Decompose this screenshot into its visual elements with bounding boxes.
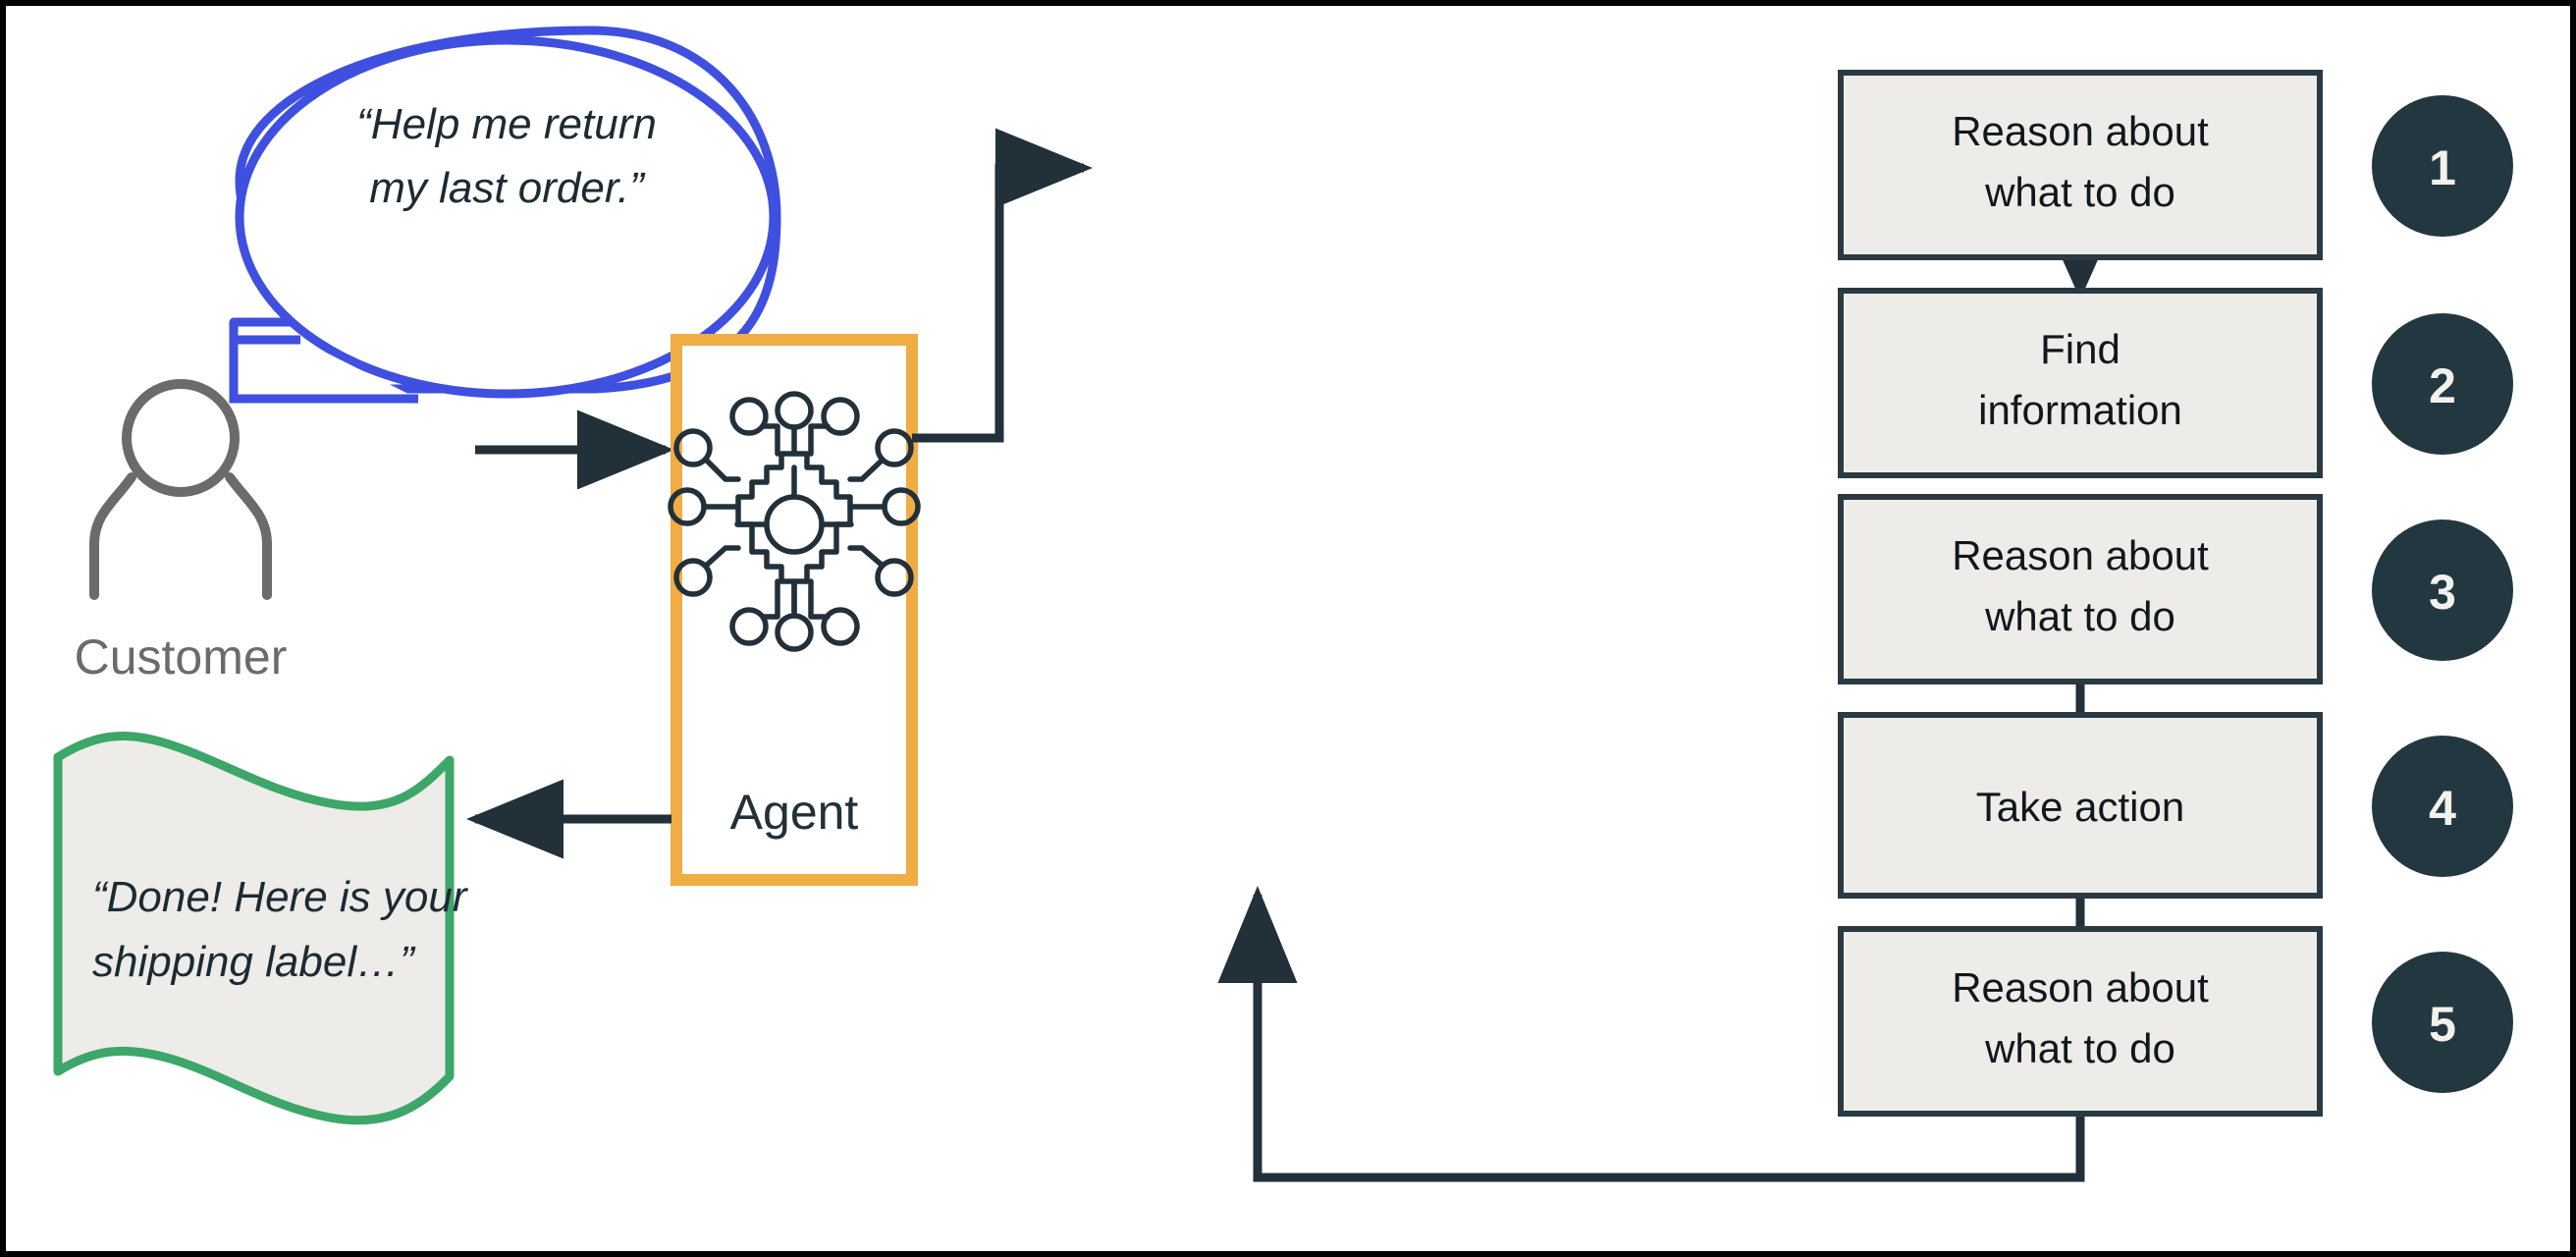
agent-node[interactable]: Agent bbox=[668, 334, 921, 886]
step-1-badge-circle bbox=[2372, 95, 2513, 237]
ai-trace-10 bbox=[760, 578, 780, 620]
ai-node-10 bbox=[729, 607, 769, 646]
ai-trace-11 bbox=[703, 545, 741, 569]
step-badge-1: 1 bbox=[2372, 95, 2513, 237]
arrow-step5-to-agent-feedback bbox=[1217, 886, 2085, 1182]
step-badge-4: 4 bbox=[2372, 736, 2513, 877]
response-line-2: shipping label…” bbox=[92, 938, 416, 986]
step-5-badge-circle bbox=[2372, 952, 2513, 1093]
customer-figure: Customer bbox=[75, 379, 288, 684]
step-1-line-2: what to do bbox=[1984, 169, 2175, 215]
ai-trace-8 bbox=[808, 578, 831, 620]
response-banner: “Done! Here is your shipping label…” bbox=[53, 731, 469, 1125]
speech-bubble-tail bbox=[229, 335, 418, 404]
agent-label: Agent bbox=[730, 785, 859, 840]
ai-node-7 bbox=[875, 558, 914, 597]
customer-request-line-1: “Help me return bbox=[356, 100, 657, 148]
step-5-line-1: Reason about bbox=[1952, 964, 2209, 1011]
ai-trace-7 bbox=[847, 545, 886, 569]
ai-network-icon bbox=[668, 391, 921, 652]
step-badge-5: 5 bbox=[2372, 952, 2513, 1093]
step-4-line-1: Take action bbox=[1976, 784, 2184, 830]
ai-node-8 bbox=[821, 607, 860, 646]
step-1-line-1: Reason about bbox=[1952, 108, 2209, 154]
step-box-5[interactable]: Reason about what to do bbox=[1838, 926, 2323, 1117]
customer-request-line-2: my last order.” bbox=[369, 164, 646, 212]
step-3-badge-circle bbox=[2372, 519, 2513, 661]
step-2-rect[interactable] bbox=[1838, 288, 2323, 478]
ai-node-2 bbox=[729, 397, 769, 436]
customer-label: Customer bbox=[75, 629, 288, 684]
ai-trace-5 bbox=[847, 457, 886, 482]
ai-node-5 bbox=[875, 428, 914, 467]
step-box-1[interactable]: Reason about what to do bbox=[1838, 70, 2323, 260]
step-4-badge-number: 4 bbox=[2429, 781, 2456, 836]
step-2-line-2: information bbox=[1978, 387, 2182, 433]
step-5-line-2: what to do bbox=[1984, 1025, 2175, 1071]
response-line-1: “Done! Here is your bbox=[92, 873, 469, 921]
step-2-badge-number: 2 bbox=[2429, 358, 2456, 413]
customer-speech-bubble: “Help me return my last order.” bbox=[229, 26, 781, 404]
step-badge-3: 3 bbox=[2372, 519, 2513, 661]
person-shoulders bbox=[89, 472, 272, 600]
step-1-badge-number: 1 bbox=[2429, 140, 2456, 195]
step-5-badge-number: 5 bbox=[2429, 997, 2456, 1052]
ai-node-11 bbox=[673, 558, 713, 597]
step-3-line-1: Reason about bbox=[1952, 532, 2209, 578]
step-2-line-1: Find bbox=[2040, 326, 2120, 372]
person-icon bbox=[89, 379, 272, 600]
step-3-badge-number: 3 bbox=[2429, 565, 2456, 620]
step-3-line-2: what to do bbox=[1984, 593, 2175, 639]
step-3-rect[interactable] bbox=[1838, 494, 2323, 684]
ai-gear-ring bbox=[735, 451, 853, 584]
step-box-3[interactable]: Reason about what to do bbox=[1838, 494, 2323, 684]
step-4-rect[interactable] bbox=[1838, 712, 2323, 899]
arrow-agent-to-step1 bbox=[912, 128, 1093, 443]
step-2-badge-circle bbox=[2372, 313, 2513, 455]
ai-node-1 bbox=[673, 428, 713, 467]
step-5-rect[interactable] bbox=[1838, 926, 2323, 1117]
step-4-badge-circle bbox=[2372, 736, 2513, 877]
step-box-2[interactable]: Find information bbox=[1838, 288, 2323, 478]
step-1-rect[interactable] bbox=[1838, 70, 2323, 260]
person-head bbox=[122, 379, 240, 497]
ai-trace-1 bbox=[703, 457, 741, 482]
ai-trace-4 bbox=[808, 423, 831, 457]
ai-node-4 bbox=[821, 397, 860, 436]
diagram-svg: “Help me return my last order.” Customer bbox=[53, 26, 2513, 1182]
ai-trace-2 bbox=[760, 423, 780, 457]
step-badge-2: 2 bbox=[2372, 313, 2513, 455]
speech-bubble-body bbox=[235, 35, 778, 399]
step-box-4[interactable]: Take action bbox=[1838, 712, 2323, 899]
response-banner-shape bbox=[53, 731, 455, 1125]
